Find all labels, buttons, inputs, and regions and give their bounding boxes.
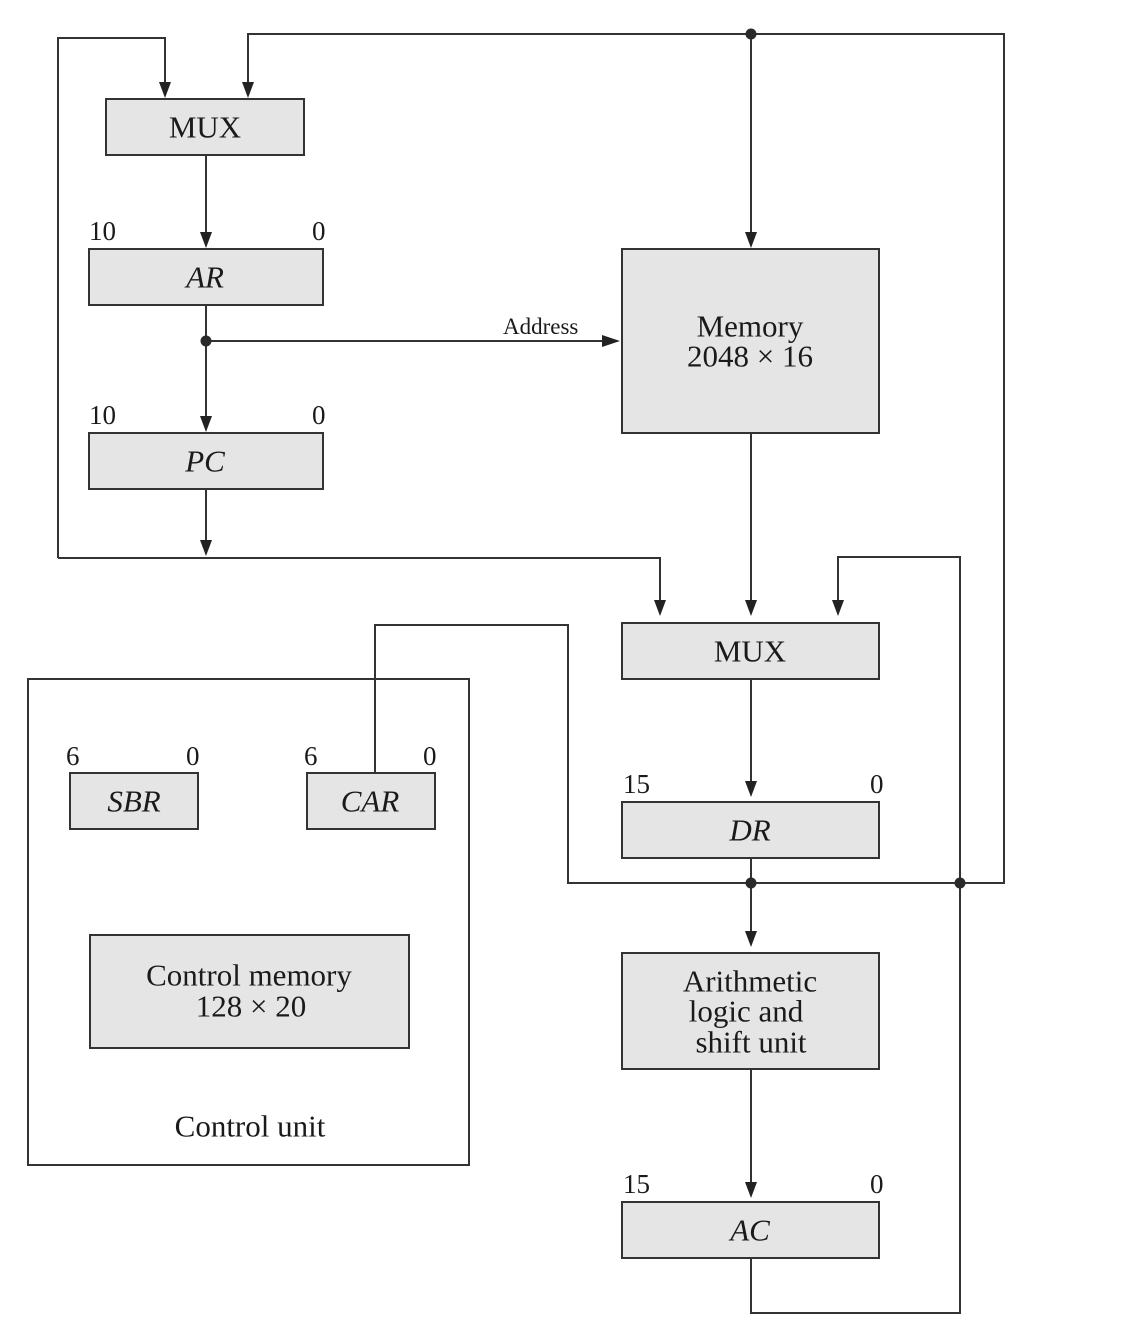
wire-pc-to-mux-top <box>57 37 166 558</box>
mux-top-label: MUX <box>169 110 241 145</box>
arrow-down-icon <box>654 600 666 616</box>
sbr-label: SBR <box>107 784 160 819</box>
arrow-down-icon <box>745 1182 757 1198</box>
arrow-down-icon <box>745 781 757 797</box>
sbr-bit-high: 6 <box>66 741 80 771</box>
arrow-down-icon <box>745 232 757 248</box>
junction-dot <box>200 335 212 347</box>
mux-mid-block: MUX <box>621 622 880 680</box>
arrowheads <box>159 82 844 1198</box>
ac-label: AC <box>728 1213 770 1248</box>
alu-line3: shift unit <box>695 1025 806 1060</box>
alu-line2: logic and <box>689 994 804 1029</box>
dr-bit-low: 0 <box>870 769 884 799</box>
ac-bit-high: 15 <box>623 1169 650 1199</box>
ac-register: 15 0 AC <box>621 1169 884 1259</box>
junction-dot <box>745 877 757 889</box>
alu-line1: Arithmetic <box>683 964 817 999</box>
arrow-down-icon <box>832 600 844 616</box>
pc-label: PC <box>184 444 225 479</box>
address-label: Address <box>503 314 578 339</box>
control-memory-size: 128 × 20 <box>196 989 306 1024</box>
pc-bit-high: 10 <box>89 400 116 430</box>
junction-dot <box>954 877 966 889</box>
wire-pc-bus-to-mux-mid <box>58 557 661 606</box>
ar-bit-low: 0 <box>312 216 326 246</box>
control-unit: 6 0 SBR 6 0 CAR Control memory 128 × 20 … <box>27 678 470 1166</box>
pc-bit-low: 0 <box>312 400 326 430</box>
car-bit-high: 6 <box>304 741 318 771</box>
arrow-down-icon <box>745 600 757 616</box>
memory-label: Memory <box>697 309 804 344</box>
arrow-right-icon <box>602 335 620 347</box>
sbr-register: 6 0 SBR <box>66 741 200 830</box>
junction-dot <box>745 28 757 40</box>
ar-register: 10 0 AR <box>88 216 326 306</box>
sbr-bit-low: 0 <box>186 741 200 771</box>
pc-register: 10 0 PC <box>88 400 326 490</box>
arrow-down-icon <box>200 540 212 556</box>
wire-dr-feedback-top <box>247 33 1005 884</box>
arrow-down-icon <box>159 82 171 98</box>
dr-register: 15 0 DR <box>621 769 884 859</box>
control-unit-label: Control unit <box>175 1109 326 1144</box>
mux-top-block: MUX <box>105 98 305 156</box>
ac-bit-low: 0 <box>870 1169 884 1199</box>
arrow-down-icon <box>745 931 757 947</box>
control-memory-block: Control memory 128 × 20 <box>89 934 410 1049</box>
arrow-down-icon <box>242 82 254 98</box>
wire-ac-feedback <box>750 556 961 1314</box>
ar-bit-high: 10 <box>89 216 116 246</box>
memory-block: Memory 2048 × 16 <box>621 248 880 434</box>
ar-label: AR <box>184 260 224 295</box>
dr-bit-high: 15 <box>623 769 650 799</box>
car-register: 6 0 CAR <box>304 741 437 830</box>
mux-mid-label: MUX <box>714 634 786 669</box>
arrow-down-icon <box>200 416 212 432</box>
dr-label: DR <box>728 813 770 848</box>
alu-block: Arithmetic logic and shift unit <box>621 952 880 1070</box>
car-bit-low: 0 <box>423 741 437 771</box>
arrow-down-icon <box>200 232 212 248</box>
memory-size: 2048 × 16 <box>687 339 813 374</box>
car-label: CAR <box>341 784 400 819</box>
control-memory-label: Control memory <box>146 958 352 993</box>
